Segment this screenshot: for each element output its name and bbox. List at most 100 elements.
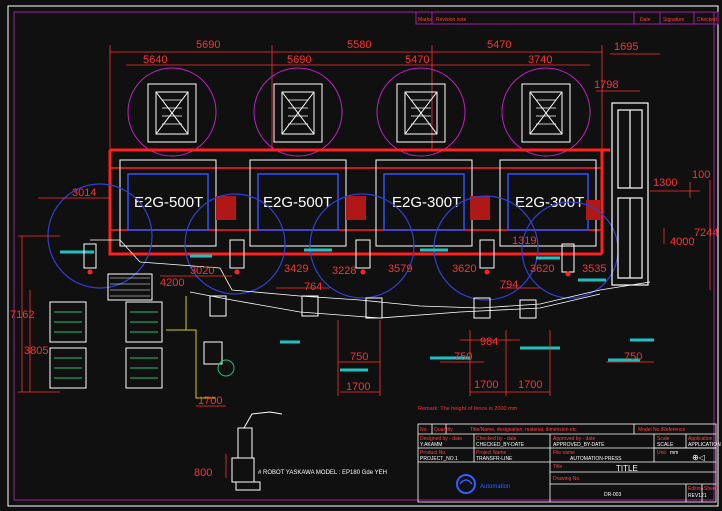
loading-rack-hatch xyxy=(110,277,150,297)
tb-project-value: TRANSFR-LINE xyxy=(476,456,513,462)
right-dimension-lines xyxy=(650,180,711,290)
dimension-mid-3228: 3228 xyxy=(332,265,356,277)
dimension-bottom-1700a: 1700 xyxy=(346,381,370,393)
fence-remark: Remark: The height of fence is 2000 mm xyxy=(418,406,518,412)
dimension-top-1: 5690 xyxy=(196,39,220,51)
tb-edition-label: Edition xyxy=(688,486,704,492)
tb-drawing-label: Drawing No. xyxy=(553,476,581,482)
dimension-right-1300: 1300 xyxy=(653,177,677,189)
dimension-bottom-750a: 750 xyxy=(350,351,368,363)
tb-unit-value: mm xyxy=(670,450,678,456)
dimension-press-4: 3740 xyxy=(528,54,552,66)
press-top-rails xyxy=(162,99,556,125)
revision-checked-label: Checked xyxy=(697,17,717,23)
tb-product-label: Product No. xyxy=(420,450,446,456)
dimension-mid-3620a: 3620 xyxy=(452,263,476,275)
dimension-bottom-800: 800 xyxy=(194,467,212,479)
revision-header: Marks Revision note Date Signature Check… xyxy=(415,11,719,25)
dimension-right-4000: 4000 xyxy=(670,236,694,248)
loading-station xyxy=(49,273,163,389)
dimension-top-3: 5470 xyxy=(487,39,511,51)
tb-sheet-value: 1 xyxy=(704,493,707,499)
dimension-bottom-750b: 750 xyxy=(454,351,472,363)
dimension-mid-1319: 1319 xyxy=(512,235,536,247)
revision-marks-label: Marks xyxy=(418,17,432,23)
tb-header-materials: Title/Name, designation, material, dimen… xyxy=(470,427,577,433)
dimension-mid-984: 984 xyxy=(480,336,498,348)
tb-drawing-value: DR-003 xyxy=(604,492,621,498)
revision-signature-label: Signature xyxy=(663,17,685,23)
dimension-right-7244: 7244 xyxy=(694,227,718,239)
dimension-top-2: 5580 xyxy=(347,39,371,51)
press-side-guards xyxy=(216,196,600,220)
left-dimension-lines xyxy=(18,197,110,393)
dimension-right-100: 100 xyxy=(692,169,710,181)
dimension-mid-764: 764 xyxy=(304,281,322,293)
tb-file-value: AUTOMATION-PRESS xyxy=(570,456,622,462)
dimension-press-3: 5470 xyxy=(405,54,429,66)
dimension-mid-4200: 4200 xyxy=(160,277,184,289)
tb-checked-value: CHECKED_BY-DATE xyxy=(476,442,525,448)
tb-file-label: File name xyxy=(553,450,575,456)
robots xyxy=(83,239,575,319)
dimension-press-1: 5640 xyxy=(143,54,167,66)
dimension-mid-3429: 3429 xyxy=(284,263,308,275)
press-label-3: E2G-300T xyxy=(392,194,461,211)
tb-header-model: Model No./Reference xyxy=(638,427,685,433)
tb-designed-value: Y.AKAMM xyxy=(420,442,442,448)
tb-edition-value: REV12 xyxy=(688,493,704,499)
revision-note-label: Revision note xyxy=(436,17,467,23)
press-top-units xyxy=(147,83,571,143)
tb-title-value: TITLE xyxy=(616,464,638,473)
loader-robot xyxy=(203,341,235,377)
dimension-press-2: 5690 xyxy=(287,54,311,66)
tb-checked-label: Checked by - date xyxy=(476,436,517,442)
tb-approved-label: Approved by - date xyxy=(553,436,595,442)
dimension-bottom-1700b: 1700 xyxy=(474,379,498,391)
robot-detail-drawing xyxy=(231,411,283,491)
tb-application-label: Application xyxy=(688,436,713,442)
dimension-mid-3020: 3020 xyxy=(190,265,214,277)
dimension-mid-3535: 3535 xyxy=(582,263,606,275)
company-logo-text: Automation xyxy=(480,484,510,490)
robot-model-note: # ROBOT YASKAWA MODEL : EP180 Gde YEH xyxy=(258,470,387,476)
press-label-4: E2G-300T xyxy=(515,194,584,211)
drawing-inner-border xyxy=(13,11,715,501)
tb-header-no: No. xyxy=(420,427,428,433)
loading-station-grid xyxy=(54,311,158,379)
operator-fence xyxy=(166,296,216,399)
tb-header-quantity: Quantity xyxy=(434,427,453,433)
drawing-border xyxy=(7,5,719,507)
dimension-left-7162: 7162 xyxy=(10,309,34,321)
revision-date-label: Date xyxy=(640,17,651,23)
dimension-top-extra: 1695 xyxy=(614,41,638,53)
tb-product-value: PROJECT_NO.1 xyxy=(420,456,458,462)
tb-application-value: APPLICATION xyxy=(688,442,721,448)
conveyor-segments xyxy=(60,248,654,372)
tb-title-label: Title xyxy=(553,464,562,470)
dimension-mid-3579: 3579 xyxy=(388,263,412,275)
dimension-left-3805: 3805 xyxy=(24,345,48,357)
press-label-1: E2G-500T xyxy=(134,194,203,211)
projection-symbol-icon: ⊕◁ xyxy=(692,453,705,462)
dimension-bottom-1700d: 1700 xyxy=(198,395,222,407)
press-label-2: E2G-500T xyxy=(263,194,332,211)
tb-scale-label: Scale xyxy=(657,436,670,442)
tb-project-label: Project Name xyxy=(476,450,507,456)
tb-approved-value: APPROVED_BY-DATE xyxy=(553,442,605,448)
bottom-dimension-lines xyxy=(196,320,654,478)
dimension-bottom-750c: 750 xyxy=(624,351,642,363)
tb-sheet-label: Sheet xyxy=(704,486,718,492)
tb-unit-label: Unit xyxy=(657,450,667,456)
dimension-left-3014: 3014 xyxy=(72,187,96,199)
dimension-mid-794: 794 xyxy=(500,279,518,291)
robot-markers xyxy=(87,269,571,277)
top-dimension-lines xyxy=(109,45,660,150)
dimension-bottom-1700c: 1700 xyxy=(518,379,542,391)
dimension-right-1798: 1798 xyxy=(594,79,618,91)
dimension-mid-3620b: 3620 xyxy=(530,263,554,275)
tb-scale-value: SCALE xyxy=(657,442,674,448)
company-logo: Automation xyxy=(456,474,510,494)
tb-designed-label: Designed by - date xyxy=(420,436,462,442)
